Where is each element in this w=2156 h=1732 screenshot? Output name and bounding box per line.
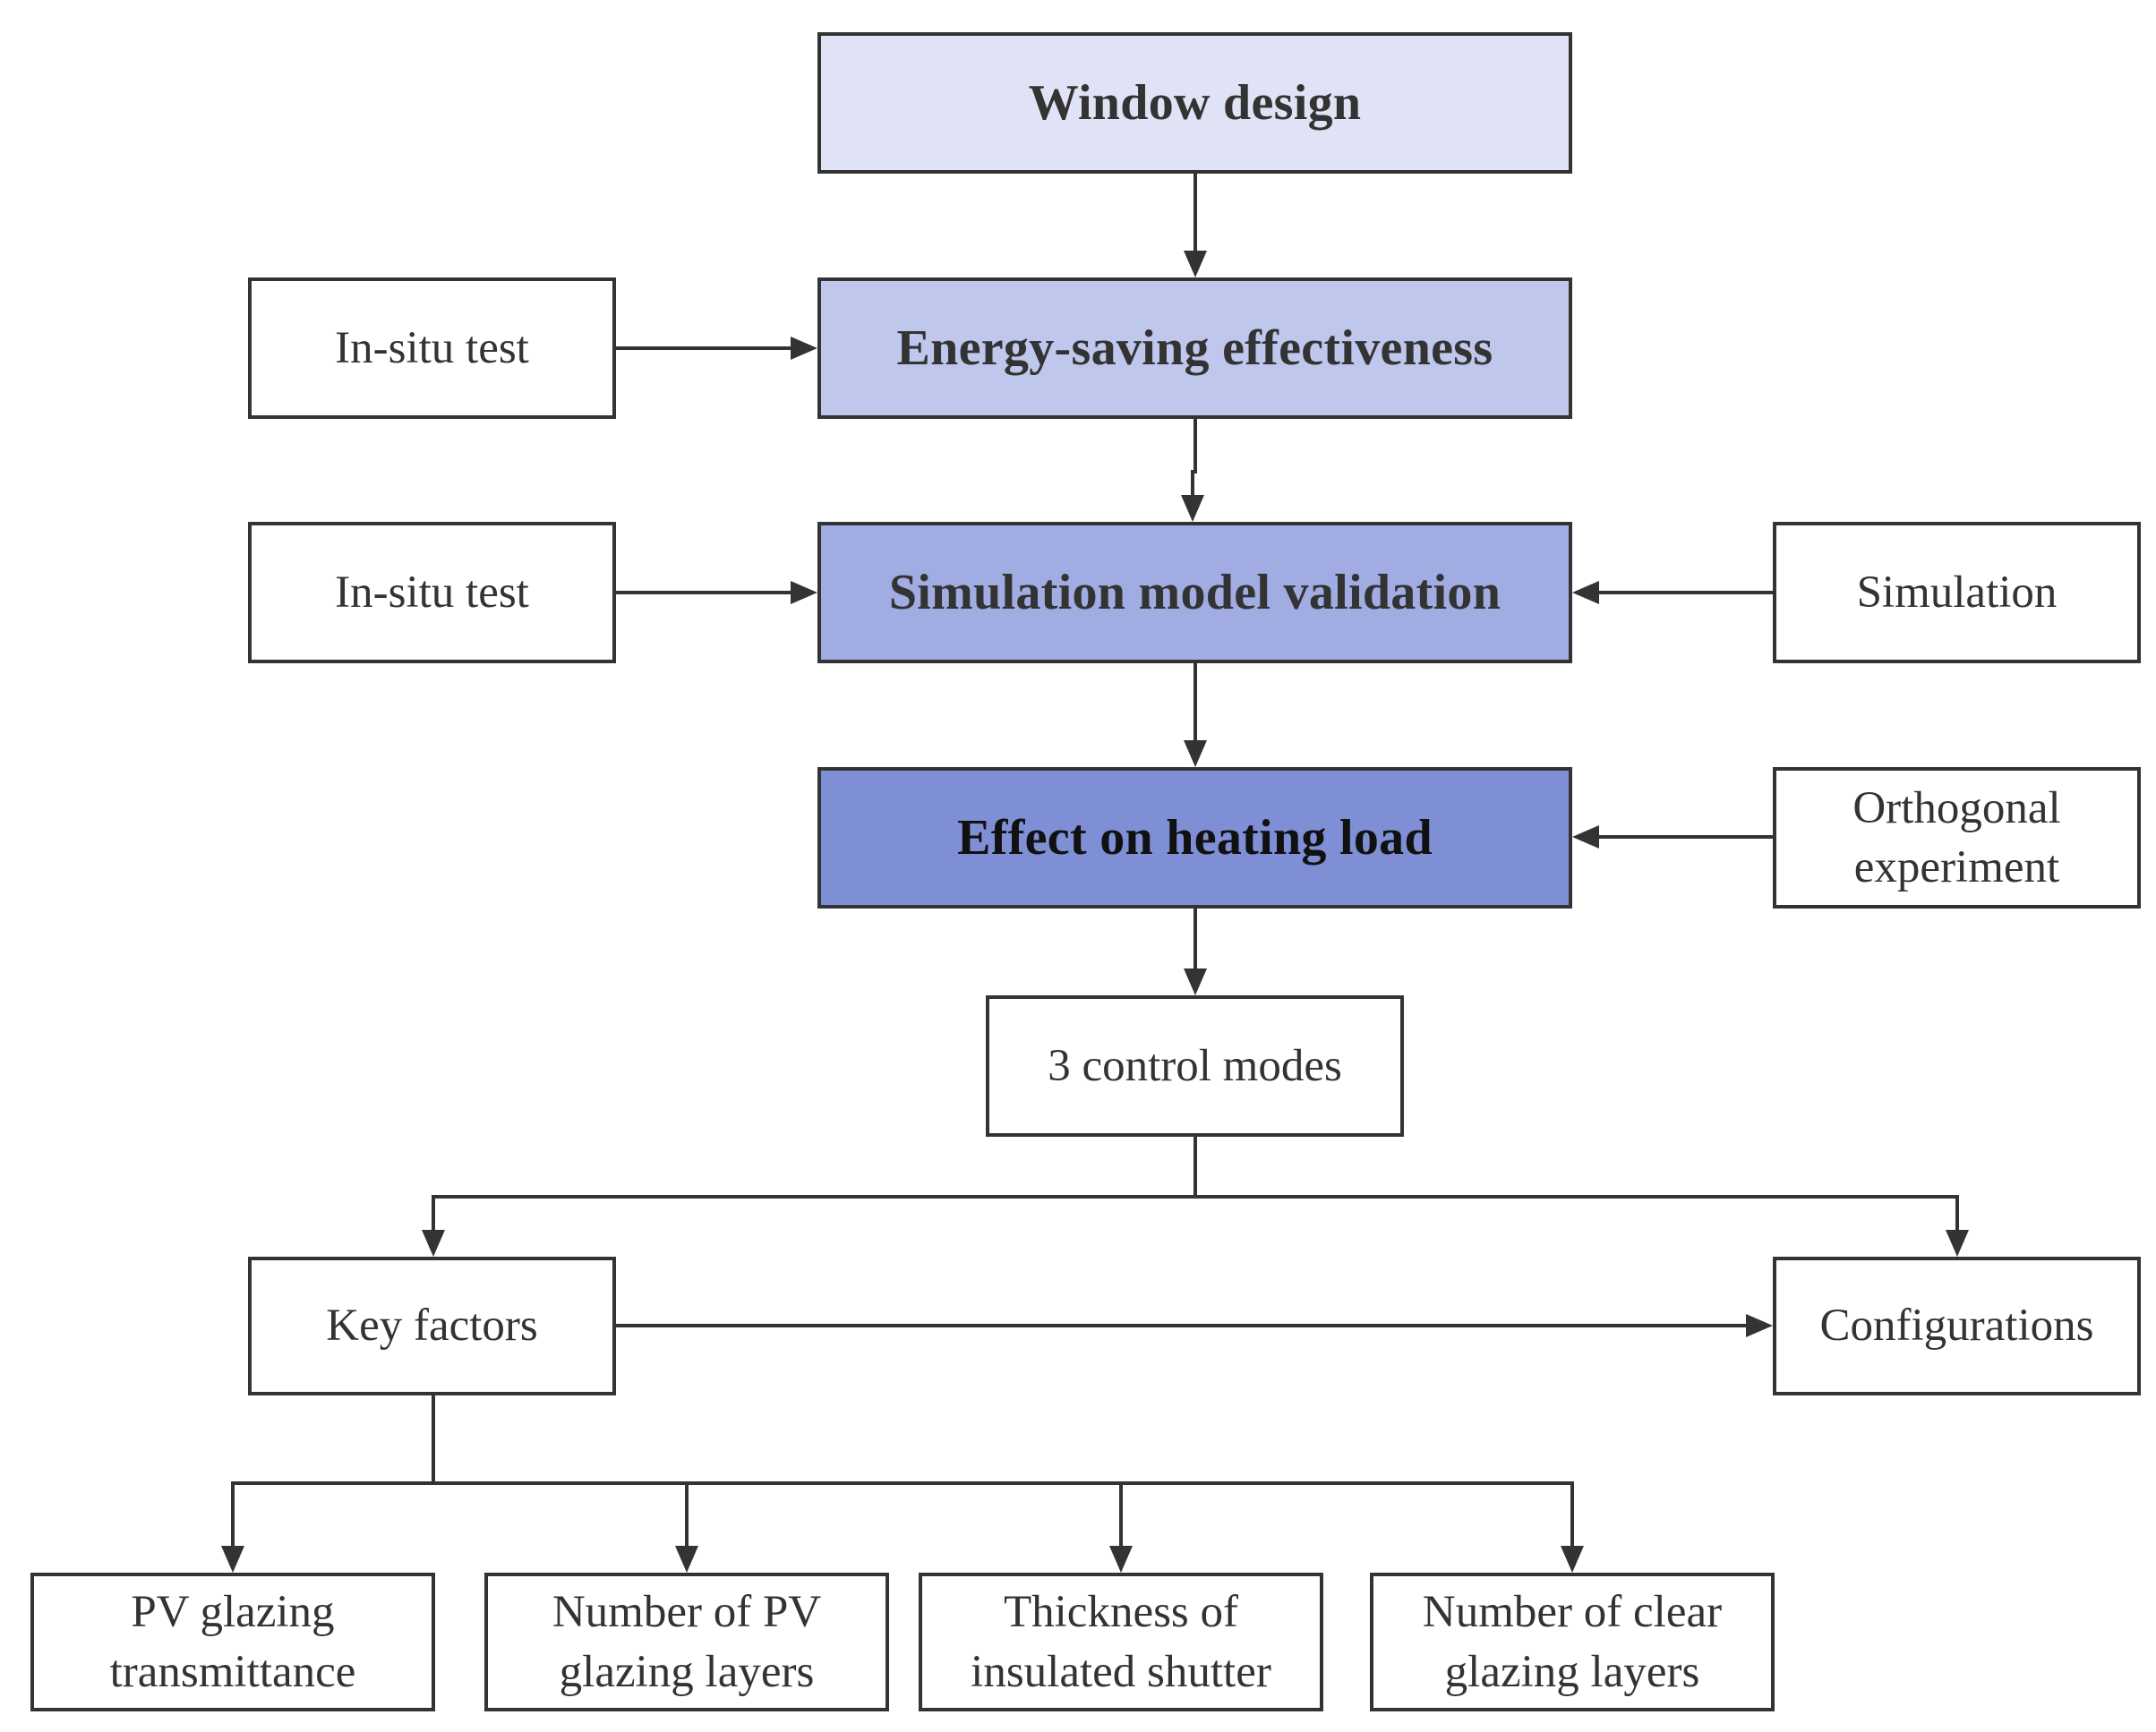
arrow-keyfactors-to-pv-transmittance-line (231, 1395, 435, 1546)
arrow-keyfactors-to-configurations-head (1746, 1314, 1773, 1337)
pv-layers-label-line1: Number of PV (552, 1587, 822, 1638)
key-factors-label: Key factors (326, 1301, 538, 1352)
arrow-window-to-energy-head (1184, 251, 1207, 277)
arrow-orthogonal-to-heating-head (1572, 825, 1599, 849)
simulation-validation-box: Simulation model validation (817, 522, 1572, 663)
arrow-keyfactors-to-pv-layers-line (433, 1481, 689, 1546)
arrow-keyfactors-to-clear-layers-line (1121, 1481, 1574, 1546)
arrow-energy-to-validation-line (1191, 419, 1197, 495)
shutter-thickness-label-line2: insulated shutter (971, 1646, 1271, 1697)
simulation-validation-label: Simulation model validation (888, 564, 1502, 620)
pv-layers-label-line2: glazing layers (559, 1646, 815, 1697)
orthogonal-label-line2: experiment (1853, 842, 2060, 892)
configurations-label: Configurations (1819, 1301, 2094, 1352)
key-factors-box: Key factors (248, 1257, 616, 1395)
control-modes-box: 3 control modes (986, 995, 1404, 1137)
arrow-keyfactors-to-pv-layers-head (675, 1546, 698, 1573)
simulation-label: Simulation (1856, 567, 2058, 618)
energy-saving-box: Energy-saving effectiveness (817, 277, 1572, 419)
orthogonal-experiment-box: Orthogonal experiment (1773, 767, 2141, 909)
arrow-modes-to-keyfactors-head (422, 1230, 445, 1257)
arrow-keyfactors-to-clear-layers-head (1561, 1546, 1584, 1573)
energy-saving-label: Energy-saving effectiveness (896, 320, 1493, 376)
pv-transmittance-label-line1: PV glazing (131, 1587, 335, 1638)
arrow-validation-to-heating-head (1184, 740, 1207, 767)
heating-load-label: Effect on heating load (957, 809, 1433, 866)
pv-transmittance-box: PV glazing transmittance (30, 1573, 435, 1711)
arrow-modes-to-configurations-head (1946, 1230, 1969, 1257)
in-situ-test-box-1: In-situ test (248, 277, 616, 419)
arrow-insitu1-to-energy-head (791, 337, 817, 360)
clear-layers-label-line1: Number of clear (1422, 1587, 1723, 1638)
window-design-box: Window design (817, 32, 1572, 174)
arrow-modes-to-configurations-line (1195, 1195, 1959, 1230)
arrow-insitu2-to-validation-head (791, 581, 817, 604)
simulation-box: Simulation (1773, 522, 2141, 663)
clear-layers-box: Number of clear glazing layers (1370, 1573, 1775, 1711)
arrow-keyfactors-to-pv-transmittance-head (221, 1546, 244, 1573)
in-situ-test-box-2: In-situ test (248, 522, 616, 663)
in-situ-test-label-1: In-situ test (335, 322, 529, 373)
shutter-thickness-label-line1: Thickness of (1003, 1587, 1239, 1638)
control-modes-label: 3 control modes (1048, 1040, 1342, 1091)
arrow-keyfactors-to-shutter-head (1109, 1546, 1133, 1573)
orthogonal-label-line1: Orthogonal (1852, 782, 2061, 833)
pv-transmittance-label-line2: transmittance (109, 1646, 356, 1697)
in-situ-test-label-2: In-situ test (335, 567, 529, 618)
arrow-modes-to-keyfactors-line (432, 1137, 1197, 1230)
arrow-energy-to-validation-head (1181, 495, 1204, 522)
arrow-heating-to-modes-head (1184, 968, 1207, 995)
arrow-simulation-to-validation-head (1572, 581, 1599, 604)
shutter-thickness-box: Thickness of insulated shutter (919, 1573, 1323, 1711)
configurations-box: Configurations (1773, 1257, 2141, 1395)
window-design-label: Window design (1028, 74, 1362, 131)
clear-layers-label-line2: glazing layers (1444, 1646, 1700, 1697)
pv-layers-box: Number of PV glazing layers (484, 1573, 889, 1711)
heating-load-box: Effect on heating load (817, 767, 1572, 909)
arrow-keyfactors-to-shutter-line (687, 1481, 1123, 1546)
